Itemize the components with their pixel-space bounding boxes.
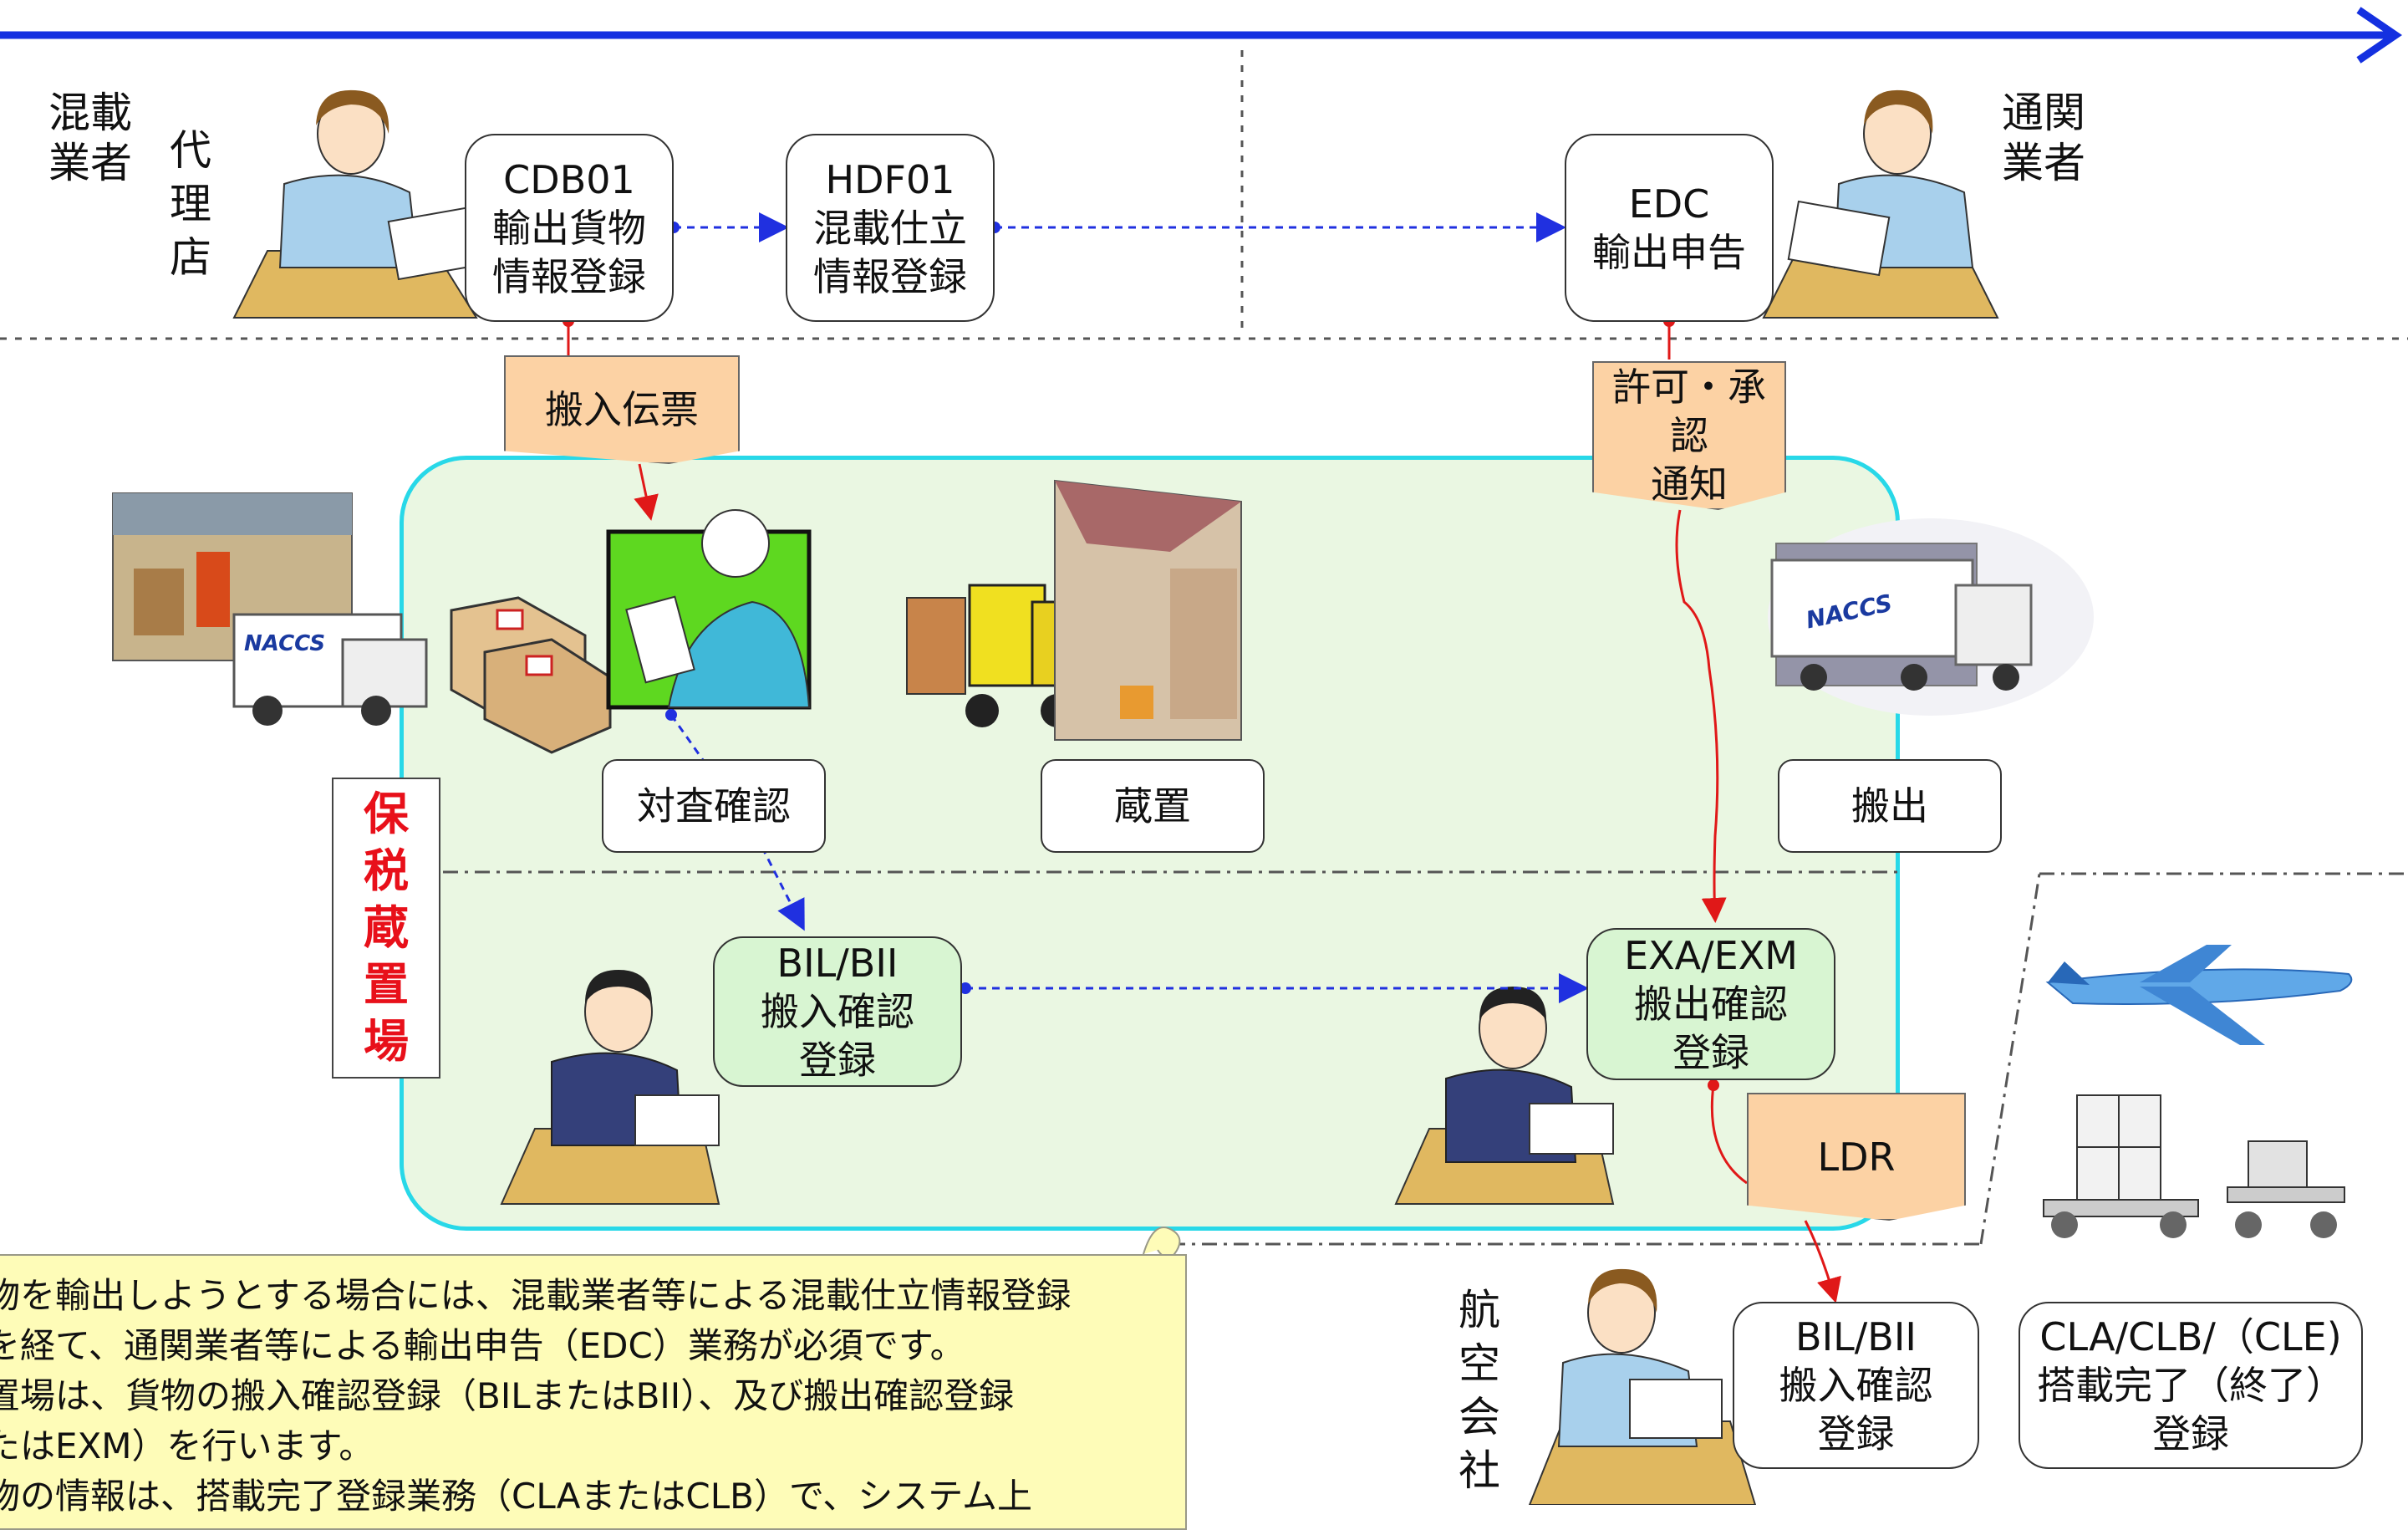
clerk-top-right-illustration — [1762, 89, 1999, 319]
warehouse-photo-illustration — [112, 492, 353, 661]
worker-bottom-right-illustration — [1394, 987, 1615, 1205]
document-permit: 許可・承認通知 — [1592, 361, 1786, 510]
forklift-illustration — [906, 584, 1103, 727]
flow-arrow-cdb-hdf — [668, 212, 789, 242]
note-curl-icon — [1143, 1227, 1181, 1258]
process-carryout[interactable]: 搬出 — [1778, 759, 2002, 853]
document-slip: 搬入伝票 — [504, 355, 740, 464]
note-line: 物の情報は、搭載完了登録業務（CLAまたはCLB）で、システム上 — [0, 1476, 1033, 1517]
label-customs-broker: 通関業者 — [2002, 89, 2085, 187]
inspector-illustration — [606, 509, 812, 710]
process-storage[interactable]: 蔵置 — [1041, 759, 1265, 853]
process-check[interactable]: 対査確認 — [602, 759, 826, 853]
note-line: を経て、通関業者等による輸出申告（EDC）業務が必須です。 — [0, 1325, 965, 1366]
timeline-arrowhead — [2356, 7, 2402, 64]
airplane-illustration — [2045, 945, 2353, 1045]
document-ldr: LDR — [1747, 1093, 1966, 1221]
truck-left-brand: NACCS — [244, 631, 326, 656]
process-cla-clb[interactable]: CLA/CLB/（CLE)搭載完了（終了）登録 — [2019, 1302, 2363, 1469]
label-airline: 航空会社 — [1459, 1286, 1500, 1495]
flow-arrow-hdf-edc — [989, 212, 1566, 242]
flow-arrow-bil-exa — [960, 973, 1589, 1003]
truck-right-illustration — [1768, 518, 2094, 716]
note-line: 物を輸出しようとする場合には、混載業者等による混載仕立情報登録 — [0, 1275, 1072, 1316]
cargo-dolly-illustration — [2043, 1094, 2345, 1238]
worker-bottom-left-illustration — [500, 970, 720, 1205]
clerk-airline-illustration — [1528, 1268, 1757, 1505]
bonded-area-label: 保税蔵置場 — [332, 778, 440, 1079]
warehouse-interior-illustration — [1054, 479, 1242, 741]
clerk-top-left-illustration — [232, 89, 491, 319]
explanation-note: 物を輸出しようとする場合には、混載業者等による混載仕立情報登録 を経て、通関業者… — [0, 1254, 1187, 1530]
note-line: 置場は、貨物の搬入確認登録（BILまたはBII）、及び搬出確認登録 — [0, 1375, 1015, 1416]
note-line: たはEXM）を行います。 — [0, 1425, 374, 1466]
label-agency: 代理店 — [170, 126, 211, 282]
cardboard-boxes-illustration — [450, 596, 612, 754]
doc-arrow-ldr — [1708, 1079, 1841, 1303]
label-consolidator: 混載業者 — [48, 89, 132, 187]
separator-diagonal — [1979, 873, 2041, 1245]
truck-left-illustration — [232, 613, 428, 726]
